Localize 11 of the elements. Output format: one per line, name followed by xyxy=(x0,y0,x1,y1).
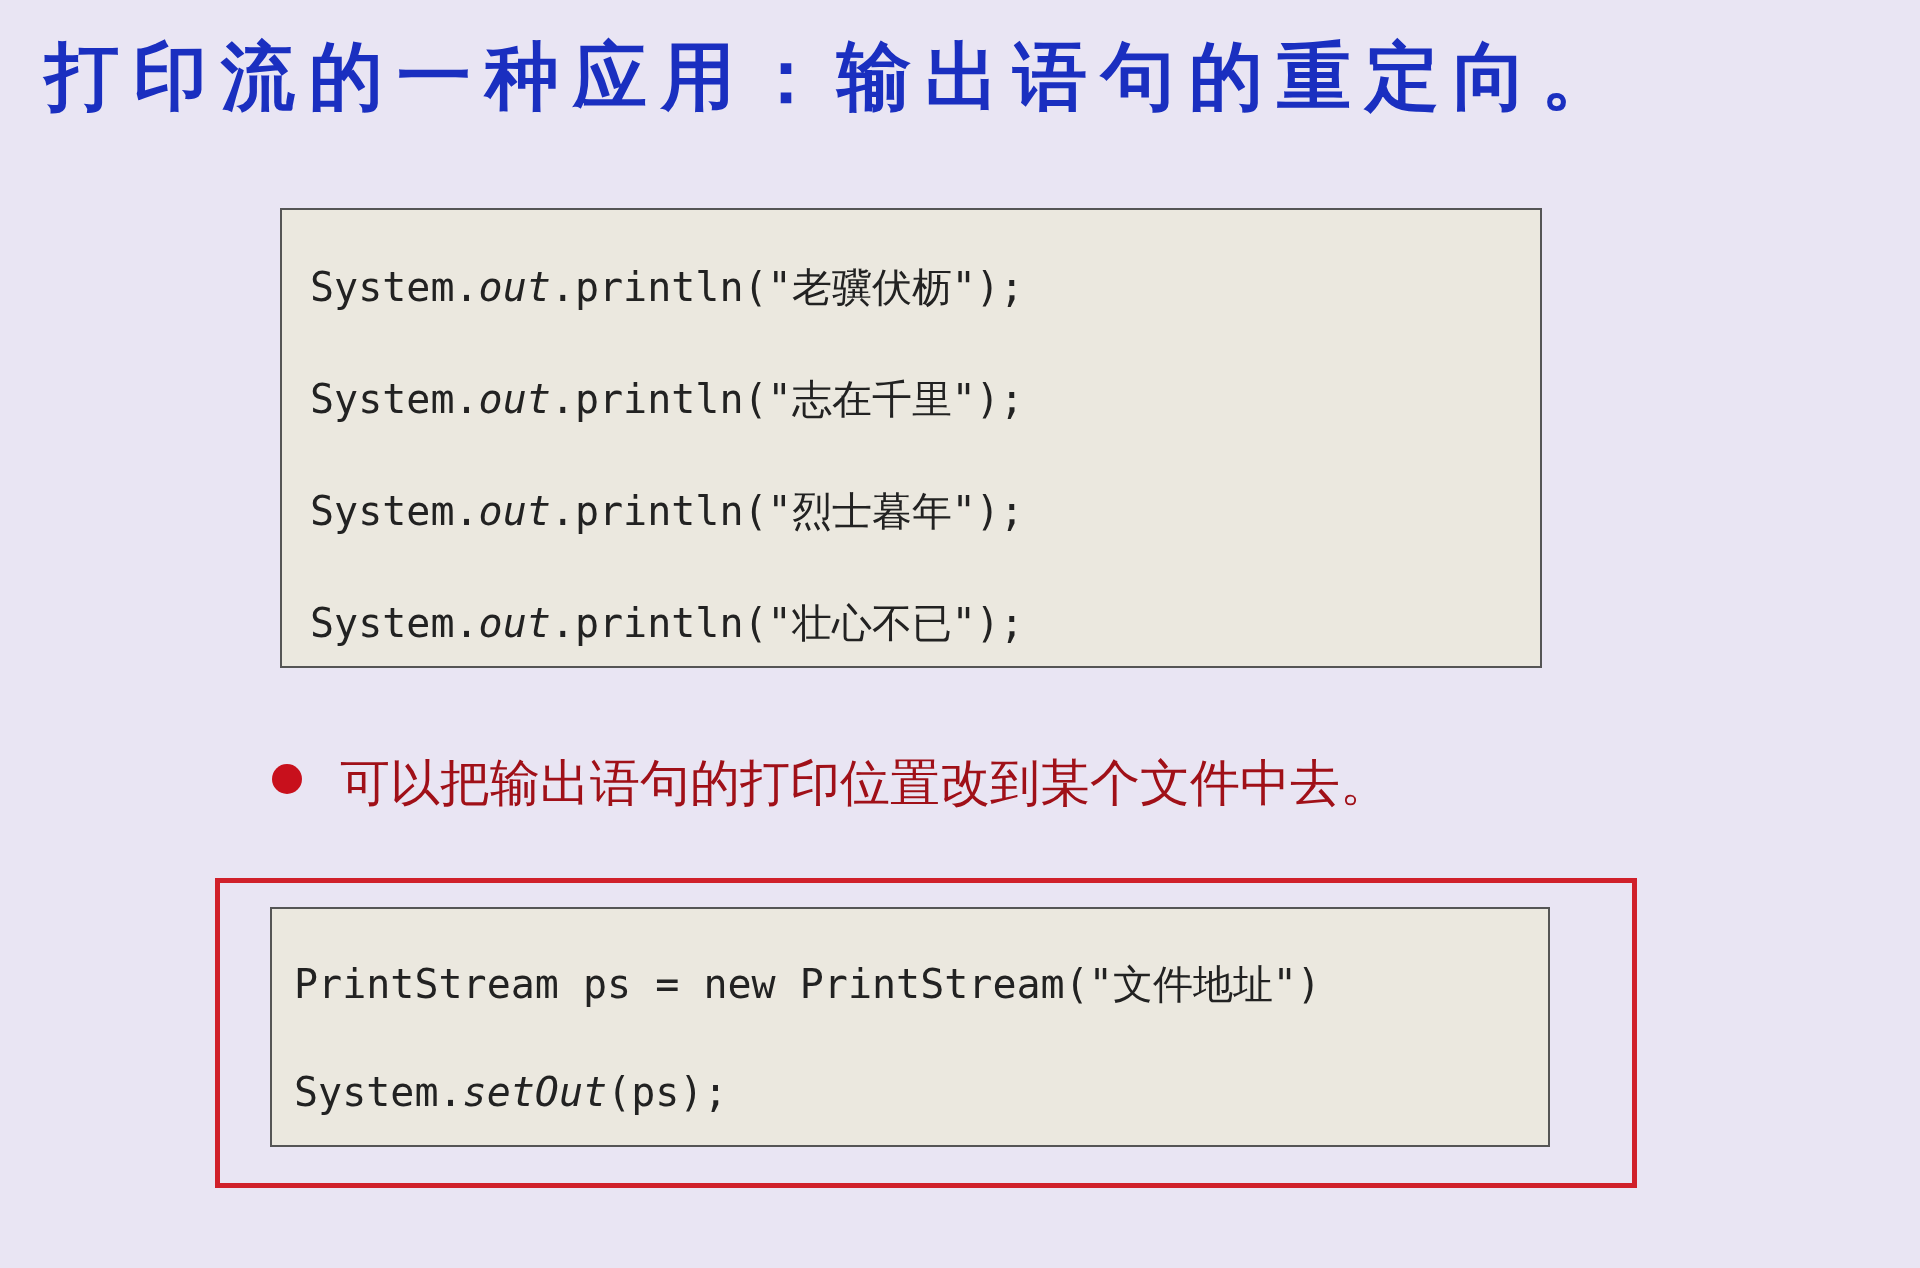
code-line: PrintStream ps = new PrintStream("文件地址") xyxy=(294,960,1321,1009)
code-line: System.out.println("志在千里"); xyxy=(310,375,1024,424)
code-box xyxy=(270,907,1550,1147)
code-line: System.out.println("烈士暮年"); xyxy=(310,487,1024,536)
slide-title: 打印流的一种应用：输出语句的重定向。 xyxy=(45,32,1629,121)
code-line: System.setOut(ps); xyxy=(294,1069,728,1115)
code-line: System.out.println("壮心不已"); xyxy=(310,599,1024,648)
code-line: System.out.println("老骥伏枥"); xyxy=(310,263,1024,312)
bullet-text: 可以把输出语句的打印位置改到某个文件中去。 xyxy=(340,753,1390,814)
highlight-frame xyxy=(215,878,1637,1188)
code-box xyxy=(280,208,1542,668)
